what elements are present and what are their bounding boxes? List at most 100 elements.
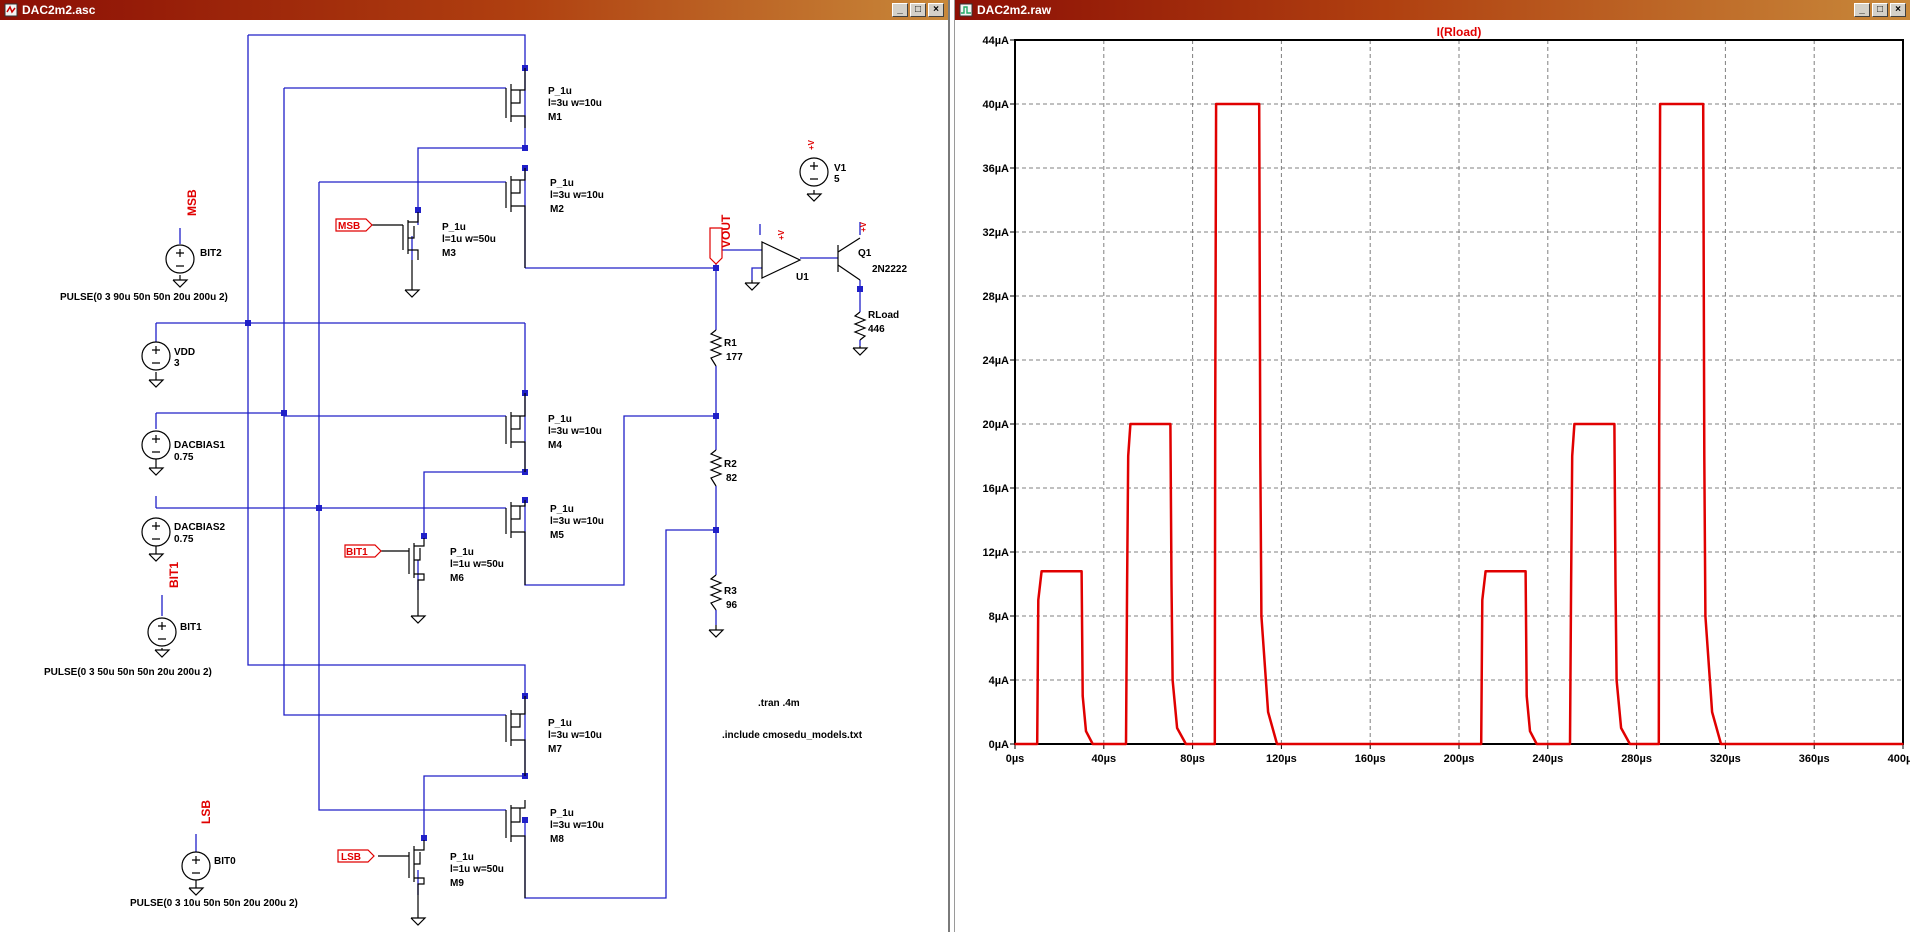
m4-dims: l=3u w=10u (548, 426, 602, 437)
m3-name: M3 (442, 248, 456, 259)
y-tick-label: 44µA (982, 35, 1009, 47)
series-point (1267, 711, 1269, 713)
voltage-sources (141, 157, 829, 881)
source-dacbias2 (141, 517, 171, 547)
transistors (148, 68, 869, 926)
waveform-titlebar[interactable]: DAC2m2.raw _ □ × (955, 0, 1910, 20)
label-vdd-val: 3 (174, 358, 180, 369)
y-tick-label: 4µA (989, 675, 1009, 687)
label-dacbias2-name: DACBIAS2 (174, 522, 226, 533)
resistor-r1 (709, 329, 723, 367)
schematic-file-icon (4, 3, 18, 17)
m4-name: M4 (548, 440, 562, 451)
m5-model: P_1u (550, 504, 574, 515)
series-point (1040, 570, 1043, 572)
mosfet-m7 (505, 696, 526, 776)
mosfet-m1 (505, 68, 526, 128)
waveform-close-button[interactable]: × (1890, 3, 1906, 17)
m9-model: P_1u (450, 852, 474, 863)
series-layer (1014, 102, 1904, 746)
m2-name: M2 (550, 204, 564, 215)
resistor-r2 (709, 449, 723, 487)
source-bit2 (165, 244, 195, 274)
x-tick-label: 80µs (1180, 753, 1205, 765)
m9-dims: l=1u w=50u (450, 864, 504, 875)
directive-include: .include cmosedu_models.txt (722, 730, 863, 741)
waveform-plot[interactable]: 0µA4µA8µA12µA16µA20µA24µA28µA32µA36µA40µ… (955, 20, 1910, 932)
y-tick-label: 8µA (989, 611, 1009, 623)
series-point (1571, 455, 1574, 457)
mosfet-m2 (505, 168, 526, 268)
series-point (1127, 455, 1130, 457)
mosfet-m6 (380, 538, 425, 590)
series-point (1259, 455, 1262, 457)
series-point (1125, 743, 1127, 745)
m7-dims: l=3u w=10u (548, 730, 602, 741)
label-lsb-net: LSB (199, 800, 213, 824)
label-r3-val: 96 (726, 600, 738, 611)
y-tick-label: 24µA (982, 355, 1009, 367)
schematic-canvas[interactable]: MSB BIT1 LSB VOUT MSB BIT1 LSB BIT2 PULS… (0, 20, 948, 932)
label-msb-net: MSB (185, 189, 199, 216)
label-dacbias2-val: 0.75 (174, 534, 194, 545)
series-point (1171, 679, 1174, 681)
x-tick-label: 280µs (1621, 753, 1652, 765)
m8-dims: l=3u w=10u (550, 820, 604, 831)
schematic-titlebar[interactable]: DAC2m2.asc _ □ × (0, 0, 948, 20)
label-plusv-1: +V (807, 139, 816, 150)
label-dacbias1-name: DACBIAS1 (174, 440, 226, 451)
m5-dims: l=3u w=10u (550, 516, 604, 527)
x-tick-label: 0µs (1006, 753, 1025, 765)
label-q1-name: Q1 (858, 248, 872, 259)
m3-model: P_1u (442, 222, 466, 233)
label-vdd-name: VDD (174, 347, 195, 358)
schematic-close-button[interactable]: × (928, 3, 944, 17)
schematic-minimize-button[interactable]: _ (892, 3, 908, 17)
label-r1-name: R1 (724, 338, 737, 349)
y-tick-label: 40µA (982, 99, 1009, 111)
label-r2-name: R2 (724, 459, 737, 470)
series-point (1214, 423, 1217, 425)
m5-name: M5 (550, 530, 564, 541)
y-tick-label: 12µA (982, 547, 1009, 559)
mosfet-m5 (505, 500, 526, 585)
series-point (1535, 743, 1538, 745)
series-point (1659, 103, 1661, 105)
net-flags (335, 218, 723, 863)
series-point (1126, 583, 1128, 585)
source-v1 (799, 157, 829, 187)
series-point (1658, 743, 1660, 745)
plot-grid (1015, 40, 1903, 744)
mosfet-m9 (378, 840, 425, 895)
x-tick-label: 320µs (1710, 753, 1741, 765)
schematic-maximize-button[interactable]: □ (910, 3, 926, 17)
label-r1-val: 177 (726, 352, 743, 363)
flag-bit1: BIT1 (346, 547, 368, 558)
flag-lsb: LSB (341, 852, 361, 863)
resistor-r3 (709, 574, 723, 611)
series-point (1037, 599, 1040, 601)
series-point (1569, 743, 1571, 745)
series-point (1215, 103, 1217, 105)
waveform-maximize-button[interactable]: □ (1872, 3, 1888, 17)
m7-model: P_1u (548, 718, 572, 729)
schematic-window[interactable]: DAC2m2.asc _ □ × (0, 0, 950, 932)
series-point (1258, 103, 1260, 105)
m2-dims: l=3u w=10u (550, 190, 604, 201)
series-point (1614, 583, 1617, 585)
series-point (1080, 570, 1083, 572)
y-tick-label: 20µA (982, 419, 1009, 431)
schematic-title: DAC2m2.asc (22, 3, 96, 17)
series-point (1702, 103, 1704, 105)
m1-dims: l=3u w=10u (548, 98, 602, 109)
source-polarity (152, 162, 818, 874)
label-plusv-3: +V (859, 221, 868, 232)
series-line-irload (1015, 102, 1903, 746)
waveform-minimize-button[interactable]: _ (1854, 3, 1870, 17)
y-tick-label: 36µA (982, 163, 1009, 175)
series-point (1720, 743, 1722, 745)
series-point (1085, 730, 1087, 732)
m8-name: M8 (550, 834, 564, 845)
